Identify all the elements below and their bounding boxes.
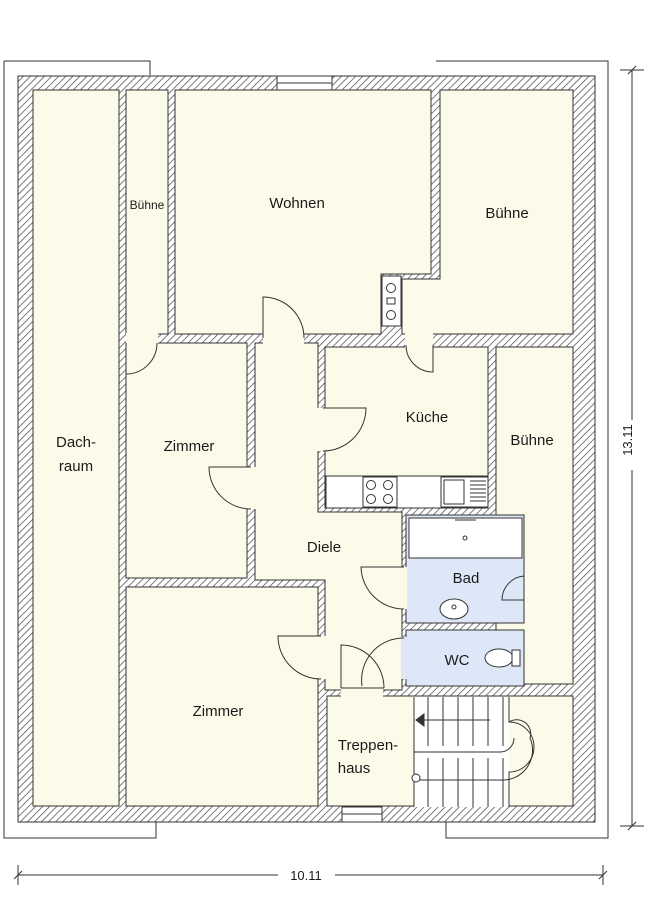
staircase — [411, 697, 535, 807]
room-buehne-top-right — [401, 89, 574, 335]
door-zimmer-upper — [208, 466, 252, 510]
bath-fixtures — [408, 517, 523, 668]
label-wc: WC — [445, 652, 470, 669]
label-zimmer-lower: Zimmer — [193, 703, 244, 720]
dim-label-width: 10.11 — [290, 868, 322, 883]
label-wohnen: Wohnen — [269, 195, 325, 212]
door-bad — [360, 566, 405, 610]
door-zimmer-lower — [277, 635, 322, 680]
door-kueche — [322, 407, 367, 452]
door-wc — [361, 637, 405, 687]
label-kueche: Küche — [406, 409, 449, 426]
door-treppenhaus — [340, 644, 385, 689]
dim-label-height: 13.11 — [620, 424, 635, 456]
room-wohnen — [174, 89, 432, 335]
label-buehne-right: Bühne — [510, 432, 553, 449]
room-diele — [254, 342, 403, 691]
label-treppenhaus-2: haus — [338, 760, 371, 777]
kitchen-fixtures — [325, 475, 489, 509]
label-buehne-narrow: Bühne — [130, 198, 165, 212]
label-buehne-top-right: Bühne — [485, 205, 528, 222]
label-dachraum-2: raum — [59, 458, 93, 475]
label-zimmer-upper: Zimmer — [164, 438, 215, 455]
door-bad-buehne — [501, 575, 525, 601]
room-zimmer-lower — [125, 586, 319, 807]
door-wohnen — [262, 296, 305, 339]
room-dachraum — [32, 89, 120, 807]
wohnen-stove — [381, 275, 402, 327]
door-buehne-narrow — [125, 342, 158, 375]
toilet — [484, 648, 514, 668]
label-dachraum-1: Dach- — [56, 434, 96, 451]
label-treppenhaus-1: Treppen- — [338, 737, 398, 754]
label-bad: Bad — [453, 570, 480, 587]
windows — [276, 75, 383, 823]
dimension-lines — [13, 65, 644, 885]
room-buehne-narrow — [125, 89, 169, 335]
roof-outline — [3, 60, 609, 839]
doors — [125, 296, 525, 698]
door-buehne-top-right — [405, 344, 434, 373]
room-zimmer-upper — [125, 342, 248, 579]
label-diele: Diele — [307, 539, 341, 556]
